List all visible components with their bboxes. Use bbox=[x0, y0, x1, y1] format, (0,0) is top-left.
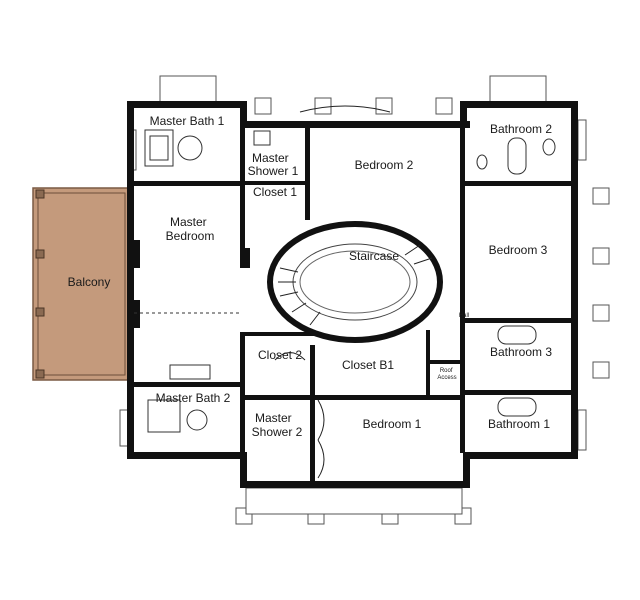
bay-window-ne bbox=[489, 75, 547, 103]
wall bbox=[240, 101, 247, 121]
label-master-shower-1-line1: Master bbox=[252, 151, 289, 165]
toilet-bathroom-2 bbox=[542, 138, 556, 156]
tub-bathroom-3 bbox=[497, 325, 537, 345]
wall bbox=[127, 240, 140, 268]
label-master-bath-2: Master Bath 2 bbox=[156, 391, 231, 405]
label-hall: Hall bbox=[459, 313, 469, 319]
label-bathroom-3: Bathroom 3 bbox=[490, 345, 552, 359]
wall bbox=[240, 128, 245, 268]
pillar-pad bbox=[592, 361, 610, 379]
balcony bbox=[32, 187, 131, 381]
label-closet-2: Closet 2 bbox=[258, 348, 302, 362]
label-master-shower-2: Master Shower 2 bbox=[252, 411, 303, 439]
bay-window-e bbox=[577, 409, 587, 451]
sink-master-shower-1 bbox=[253, 130, 271, 146]
wall bbox=[240, 481, 470, 488]
pillar-pad bbox=[592, 187, 610, 205]
wall bbox=[305, 128, 310, 220]
wall bbox=[310, 345, 315, 482]
door-arcs bbox=[274, 352, 325, 479]
label-closet-1: Closet 1 bbox=[253, 185, 297, 199]
bed-master bbox=[169, 364, 211, 380]
fixtures bbox=[134, 129, 556, 479]
balcony-post bbox=[35, 369, 45, 379]
pillar-pad bbox=[435, 97, 453, 115]
north-terrace bbox=[299, 105, 391, 113]
balcony-post bbox=[35, 307, 45, 317]
wall bbox=[465, 318, 571, 323]
wall bbox=[460, 101, 467, 128]
shower-master-bath-2 bbox=[147, 399, 181, 433]
wall bbox=[134, 181, 244, 186]
label-balcony: Balcony bbox=[68, 275, 111, 289]
toilet-bathroom-2b bbox=[476, 154, 488, 170]
wall bbox=[245, 332, 315, 336]
label-master-bedroom-line1: Master bbox=[170, 215, 207, 229]
wall bbox=[465, 181, 571, 186]
exterior-walls bbox=[127, 101, 578, 488]
label-closet-b1: Closet B1 bbox=[342, 358, 394, 372]
bay-window-nw bbox=[159, 75, 217, 103]
stair-outer-wall bbox=[267, 221, 443, 343]
wall bbox=[463, 452, 578, 459]
label-master-bedroom: Master Bedroom bbox=[166, 215, 215, 243]
wall bbox=[127, 300, 140, 328]
label-master-bath-1: Master Bath 1 bbox=[150, 114, 225, 128]
label-master-shower-1-line2: Shower 1 bbox=[248, 164, 299, 178]
label-bathroom-1: Bathroom 1 bbox=[488, 417, 550, 431]
tub-bathroom-2 bbox=[507, 137, 527, 175]
label-roof-access: Roof Access bbox=[437, 368, 456, 381]
wall bbox=[127, 101, 134, 459]
room-labels: Master Bath 1 Master Shower 1 Bedroom 2 … bbox=[68, 114, 553, 439]
south-terrace bbox=[245, 487, 463, 515]
shower-master-bath-1 bbox=[177, 135, 203, 161]
label-bathroom-2: Bathroom 2 bbox=[490, 122, 552, 136]
label-master-shower-1: Master Shower 1 bbox=[248, 151, 299, 178]
label-master-bedroom-line2: Bedroom bbox=[166, 229, 215, 243]
tub-bathroom-1 bbox=[497, 397, 537, 417]
balcony-post bbox=[35, 249, 45, 259]
wall bbox=[245, 248, 250, 268]
balcony-floor bbox=[32, 187, 131, 381]
label-roof-access-line2: Access bbox=[437, 375, 456, 381]
wall bbox=[127, 452, 242, 459]
wall bbox=[460, 128, 465, 323]
balcony-post bbox=[35, 189, 45, 199]
label-master-shower-2-line2: Shower 2 bbox=[252, 425, 303, 439]
pillar-pad bbox=[254, 97, 272, 115]
pillar-pads bbox=[119, 75, 610, 525]
wall bbox=[465, 390, 571, 395]
stair-treads bbox=[278, 244, 433, 326]
wall bbox=[426, 360, 460, 364]
wall bbox=[463, 452, 470, 488]
wall bbox=[571, 101, 578, 459]
label-roof-access-line1: Roof bbox=[440, 368, 453, 374]
label-master-shower-2-line1: Master bbox=[255, 411, 292, 425]
wall bbox=[127, 101, 247, 108]
stair-void bbox=[299, 250, 411, 314]
bay-window-e2 bbox=[577, 119, 587, 161]
wall bbox=[245, 395, 460, 400]
wall bbox=[240, 121, 470, 128]
pillar-pad bbox=[592, 247, 610, 265]
wall bbox=[245, 181, 310, 185]
interior-walls bbox=[127, 128, 571, 482]
pillar-pad bbox=[592, 304, 610, 322]
label-bedroom-2: Bedroom 2 bbox=[355, 158, 414, 172]
label-bedroom-3: Bedroom 3 bbox=[489, 243, 548, 257]
label-staircase: Staircase bbox=[349, 249, 399, 263]
wall bbox=[240, 332, 245, 482]
label-bedroom-1: Bedroom 1 bbox=[363, 417, 422, 431]
wall bbox=[460, 101, 578, 108]
wall bbox=[460, 318, 465, 453]
tub-inner bbox=[149, 135, 169, 161]
wall bbox=[134, 382, 244, 387]
toilet-master-bath-2 bbox=[186, 409, 208, 431]
balcony-rail bbox=[37, 192, 126, 376]
staircase bbox=[267, 221, 443, 343]
pillar-pad bbox=[314, 97, 332, 115]
